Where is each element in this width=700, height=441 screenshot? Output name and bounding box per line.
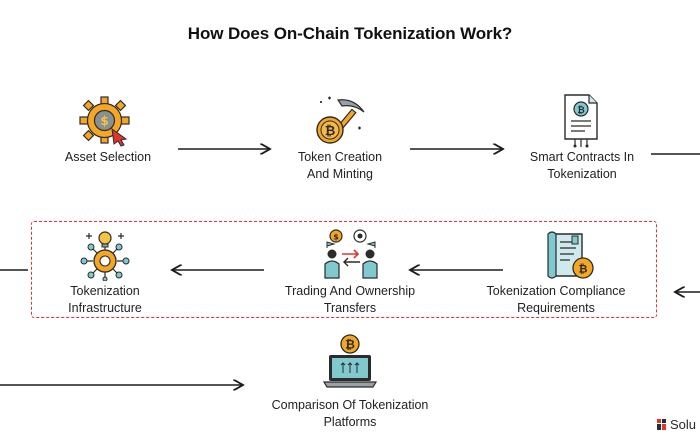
laptop-bitcoin-icon: ₿ [323,334,377,388]
ownership-transfer-icon: $ [324,229,378,279]
pickaxe-bitcoin-icon: ₿ [316,96,365,144]
svg-text:₿: ₿ [345,338,355,352]
step-label-smart-contracts: Smart Contracts In Tokenization [529,150,635,181]
contract-document-icon: ₿ [564,94,598,148]
highlight-group-box [31,221,657,318]
step-label-compliance: Tokenization Compliance Requirements [486,284,626,315]
brand-logo: Solu [657,417,696,432]
gear-coin-icon: $ [79,96,130,147]
compliance-document-icon: ₿ [547,231,594,279]
diagram-title: How Does On-Chain Tokenization Work? [187,24,513,43]
step-label-token-creation: Token Creation And Minting [297,150,383,181]
step-label-comparison: Comparison Of Tokenization Platforms [271,398,429,429]
svg-text:$: $ [333,233,339,242]
brand-logo-icon [657,419,666,430]
svg-text:₿: ₿ [579,263,588,276]
brand-text: Solu [670,417,697,432]
step-label-trading: Trading And Ownership Transfers [284,284,416,315]
svg-text:₿: ₿ [325,124,336,139]
svg-text:₿: ₿ [577,105,584,116]
svg-text:$: $ [100,114,108,128]
step-label-infrastructure: Tokenization Infrastructure [68,284,142,315]
network-infrastructure-icon [80,231,130,281]
step-label-asset-selection: Asset Selection [64,150,152,164]
